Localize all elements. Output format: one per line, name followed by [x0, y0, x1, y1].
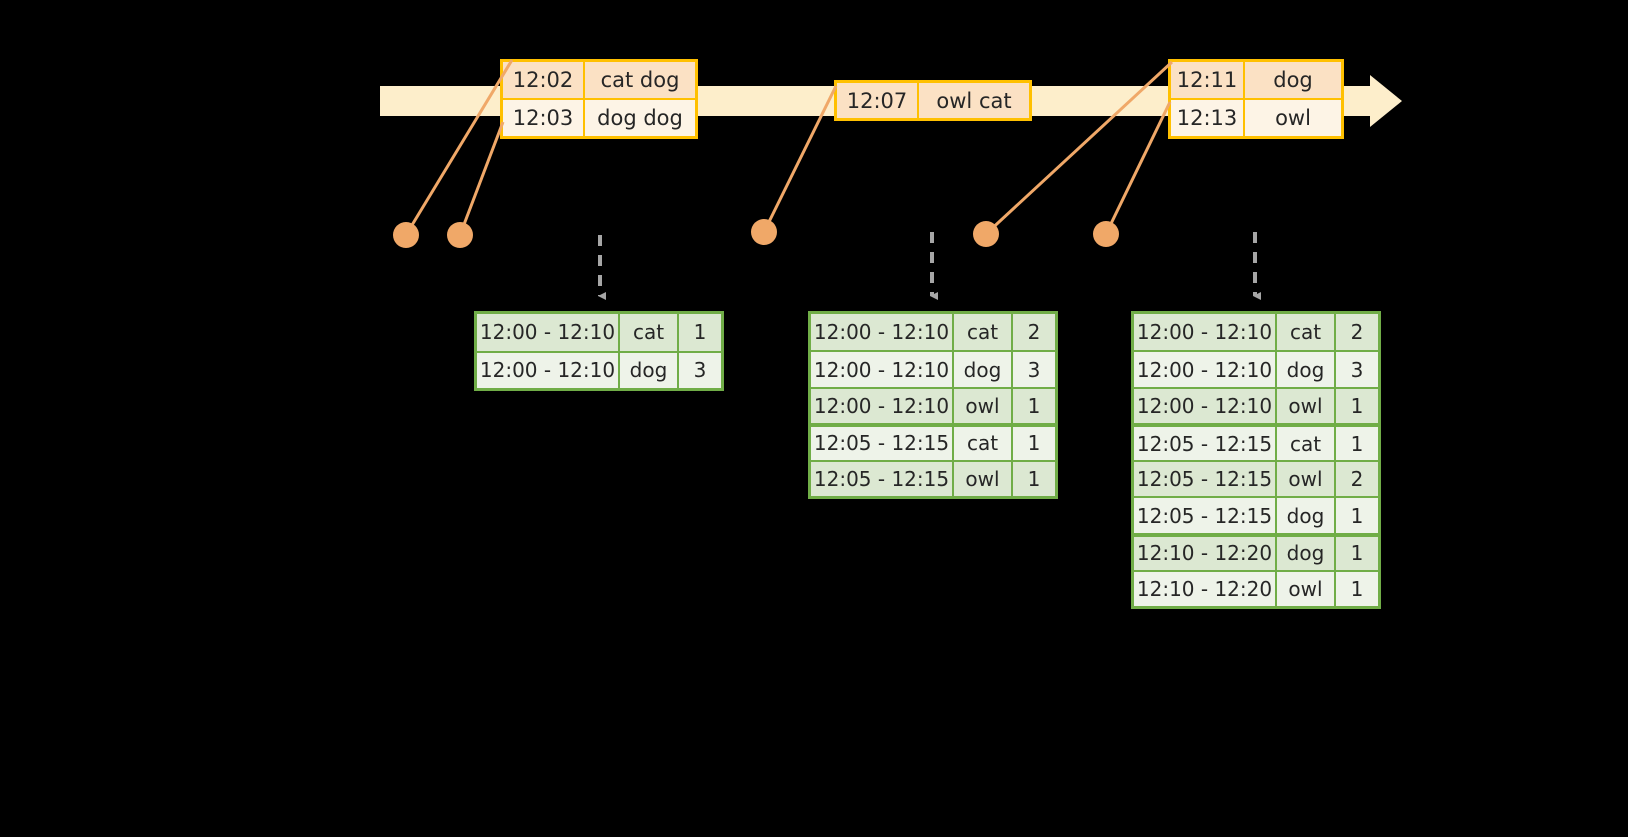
dot-2[interactable]: [447, 222, 473, 248]
result-table-1[interactable]: 12:00 - 12:10 cat 1 12:00 - 12:10 dog 3: [474, 311, 724, 391]
count-cell: 2: [1027, 320, 1041, 345]
window-cell: 12:05 - 12:15: [811, 461, 954, 497]
event-value: cat dog: [600, 68, 680, 92]
window-cell: 12:00 - 12:10: [477, 352, 620, 388]
event-time: 12:11: [1171, 62, 1245, 98]
table-row[interactable]: 12:05 - 12:15 owl 1: [811, 459, 1055, 497]
window-cell: 12:05 - 12:15: [811, 427, 954, 460]
table-row[interactable]: 12:05 - 12:15 owl 2: [1134, 459, 1378, 497]
event-box-3[interactable]: 12:11 dog 12:13 owl: [1168, 59, 1344, 139]
table-row[interactable]: 12:00 - 12:10 cat 2: [1134, 314, 1378, 351]
count-cell: 2: [1350, 467, 1364, 492]
count-cell: 1: [1350, 576, 1364, 601]
window-cell: 12:05 - 12:15: [1134, 461, 1277, 497]
emit-arrows: [598, 232, 1261, 300]
window-cell: 12:00 - 12:10: [811, 314, 954, 351]
event-value: dog dog: [597, 106, 683, 130]
event-time: 12:07: [837, 83, 919, 118]
table-row[interactable]: 12:10 - 12:20 dog 1: [1134, 532, 1378, 570]
window-cell: 12:10 - 12:20: [1134, 571, 1277, 607]
window-cell: 12:00 - 12:10: [1134, 314, 1277, 351]
window-cell: 12:00 - 12:10: [477, 314, 620, 351]
count-cell: 3: [1027, 357, 1041, 382]
dot-1[interactable]: [393, 222, 419, 248]
key-cell: owl: [1277, 571, 1336, 607]
event-value: owl cat: [936, 88, 1012, 113]
key-cell: dog: [954, 352, 1013, 387]
table-row[interactable]: 12:00 - 12:10 dog 3: [477, 350, 721, 388]
event-time: 12:13: [1171, 100, 1245, 136]
window-cell: 12:10 - 12:20: [1134, 536, 1277, 570]
key-cell: dog: [1277, 536, 1336, 570]
count-cell: 1: [1027, 393, 1041, 418]
window-cell: 12:05 - 12:15: [1134, 498, 1277, 533]
key-cell: owl: [954, 388, 1013, 424]
key-cell: owl: [954, 461, 1013, 497]
key-cell: cat: [1277, 427, 1336, 460]
count-cell: 1: [1350, 503, 1364, 528]
count-cell: 1: [1350, 541, 1364, 566]
count-cell: 2: [1350, 320, 1364, 345]
table-row[interactable]: 12:00 - 12:10 owl 1: [811, 386, 1055, 424]
key-cell: cat: [1277, 314, 1336, 351]
window-cell: 12:00 - 12:10: [811, 352, 954, 387]
event-box-2[interactable]: 12:07 owl cat: [834, 80, 1032, 121]
count-cell: 1: [1350, 394, 1364, 419]
window-cell: 12:00 - 12:10: [1134, 352, 1277, 387]
window-cell: 12:05 - 12:15: [1134, 427, 1277, 460]
timeline-arrowhead: [1370, 75, 1402, 127]
table-row[interactable]: 12:10 - 12:20 owl 1: [1134, 569, 1378, 607]
key-cell: cat: [954, 427, 1013, 460]
count-cell: 3: [1350, 357, 1364, 382]
table-row[interactable]: 12:05 - 12:15 cat 1: [1134, 423, 1378, 460]
table-row[interactable]: 12:00 - 12:10 cat 2: [811, 314, 1055, 351]
window-cell: 12:00 - 12:10: [1134, 388, 1277, 424]
key-cell: owl: [1277, 461, 1336, 497]
connector-line: [458, 121, 505, 236]
connector-line: [1104, 101, 1172, 235]
dot-4[interactable]: [973, 221, 999, 247]
table-row[interactable]: 12:05 - 12:15 cat 1: [811, 423, 1055, 460]
dot-3[interactable]: [751, 219, 777, 245]
table-row[interactable]: 12:05 - 12:15 dog 1: [1134, 496, 1378, 533]
key-cell: dog: [1277, 498, 1336, 533]
count-cell: 1: [693, 320, 707, 345]
event-row[interactable]: 12:07 owl cat: [837, 83, 1029, 118]
event-row[interactable]: 12:11 dog: [1171, 62, 1341, 98]
key-cell: dog: [620, 352, 679, 388]
key-cell: cat: [620, 314, 679, 351]
key-cell: dog: [1277, 352, 1336, 387]
window-cell: 12:00 - 12:10: [811, 388, 954, 424]
count-cell: 1: [1027, 466, 1041, 491]
event-row[interactable]: 12:03 dog dog: [503, 98, 695, 136]
dot-5[interactable]: [1093, 221, 1119, 247]
event-time: 12:03: [503, 100, 585, 136]
count-cell: 1: [1027, 431, 1041, 456]
trigger-dots: [393, 219, 1119, 248]
event-value: owl: [1275, 106, 1311, 130]
event-time: 12:02: [503, 62, 585, 98]
key-cell: owl: [1277, 388, 1336, 424]
count-cell: 3: [693, 358, 707, 383]
table-row[interactable]: 12:00 - 12:10 owl 1: [1134, 386, 1378, 424]
count-cell: 1: [1350, 431, 1364, 456]
event-row[interactable]: 12:02 cat dog: [503, 62, 695, 98]
event-row[interactable]: 12:13 owl: [1171, 98, 1341, 136]
result-table-2[interactable]: 12:00 - 12:10 cat 2 12:00 - 12:10 dog 3 …: [808, 311, 1058, 499]
result-table-3[interactable]: 12:00 - 12:10 cat 2 12:00 - 12:10 dog 3 …: [1131, 311, 1381, 609]
event-box-1[interactable]: 12:02 cat dog 12:03 dog dog: [500, 59, 698, 139]
table-row[interactable]: 12:00 - 12:10 dog 3: [1134, 350, 1378, 387]
table-row[interactable]: 12:00 - 12:10 dog 3: [811, 350, 1055, 387]
table-row[interactable]: 12:00 - 12:10 cat 1: [477, 314, 721, 351]
event-value: dog: [1273, 68, 1313, 92]
key-cell: cat: [954, 314, 1013, 351]
